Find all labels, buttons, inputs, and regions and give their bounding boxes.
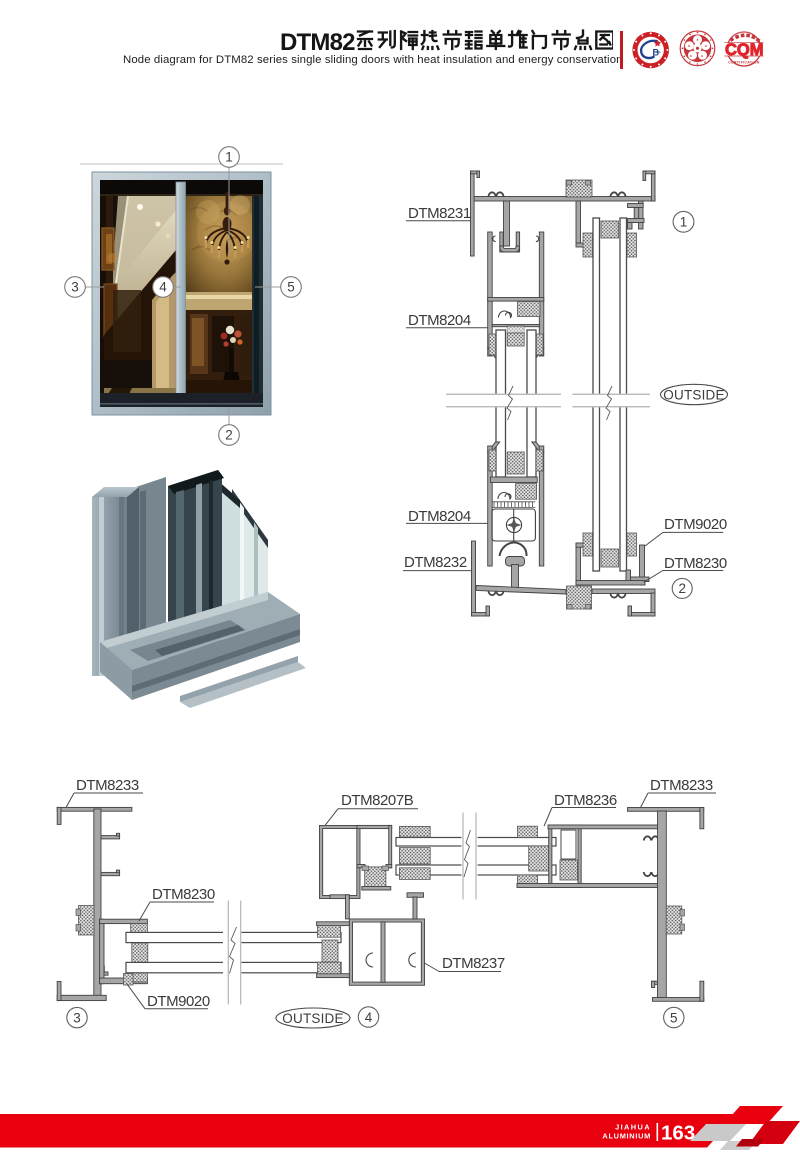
svg-text:DTM8230: DTM8230 <box>664 555 727 572</box>
svg-text:ALUMINIUM: ALUMINIUM <box>602 1131 651 1140</box>
svg-text:DTM8232: DTM8232 <box>404 554 467 571</box>
svg-text:CERTIFICATION: CERTIFICATION <box>728 61 759 65</box>
svg-text:2: 2 <box>678 581 686 596</box>
svg-text:DTM8236: DTM8236 <box>554 792 617 809</box>
svg-text:5: 5 <box>670 1010 678 1025</box>
svg-text:B: B <box>653 48 660 58</box>
svg-text:DTM8204: DTM8204 <box>408 312 471 329</box>
svg-text:1: 1 <box>680 215 688 230</box>
svg-text:4: 4 <box>159 280 167 295</box>
svg-text:1: 1 <box>225 150 233 165</box>
svg-text:3: 3 <box>73 1010 81 1025</box>
svg-text:DTM8237: DTM8237 <box>442 955 505 972</box>
svg-text:DTM82: DTM82 <box>280 29 355 55</box>
svg-text:OUTSIDE: OUTSIDE <box>663 387 724 402</box>
svg-text:DTM8230: DTM8230 <box>152 886 215 903</box>
svg-text:DTM8207B: DTM8207B <box>341 792 414 809</box>
svg-text:2: 2 <box>225 428 233 443</box>
svg-text:DTM8204: DTM8204 <box>408 508 471 525</box>
svg-text:DTM8233: DTM8233 <box>76 777 139 794</box>
svg-text:CQM: CQM <box>725 41 764 59</box>
svg-text:DTM8231: DTM8231 <box>408 205 471 222</box>
svg-text:163: 163 <box>661 1122 695 1145</box>
svg-text:DTM9020: DTM9020 <box>664 516 727 533</box>
svg-text:JIAHUA: JIAHUA <box>615 1123 651 1132</box>
svg-text:5: 5 <box>287 280 295 295</box>
svg-text:3: 3 <box>71 280 79 295</box>
svg-text:4: 4 <box>365 1010 373 1025</box>
svg-text:OUTSIDE: OUTSIDE <box>282 1011 343 1026</box>
svg-text:DTM9020: DTM9020 <box>147 993 210 1010</box>
svg-text:DTM8233: DTM8233 <box>650 777 713 794</box>
